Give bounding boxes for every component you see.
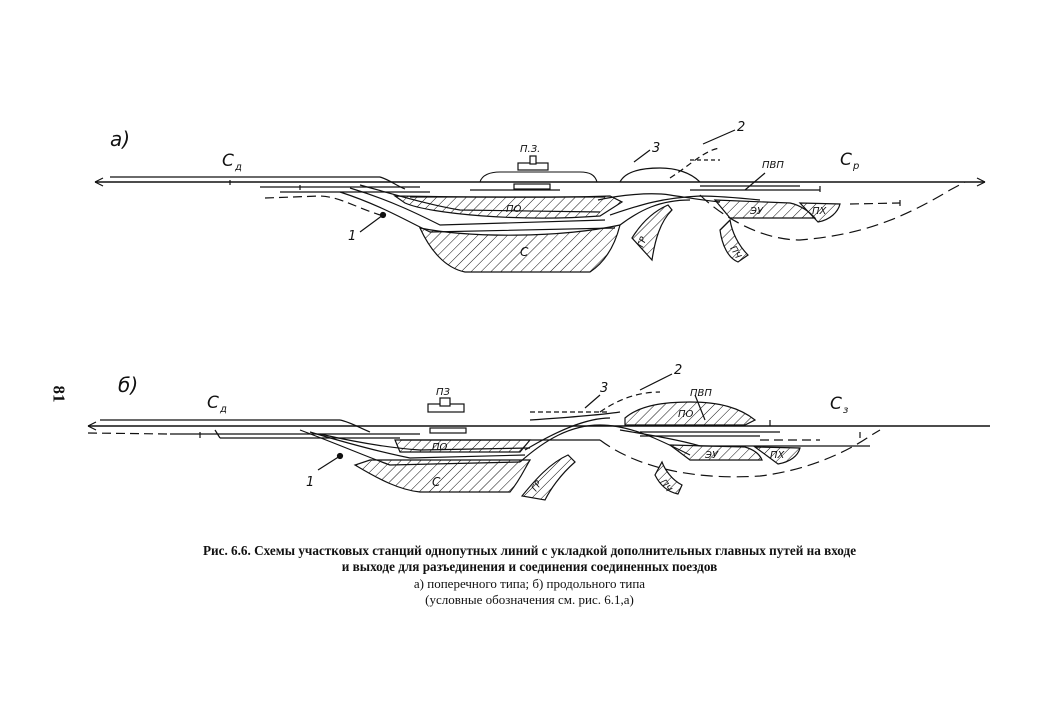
scheme-b-eu-yard (668, 444, 763, 461)
scheme-b-po2-yard (624, 401, 757, 426)
scheme-b-label-cz: С (830, 394, 842, 414)
scheme-a-labels: а) С д С р П.З. ПО С ГР ПЧ ПВП ЭУ ПХ 1 2… (110, 120, 859, 261)
scheme-b-dashed-line-left (87, 432, 171, 435)
scheme-a-label-eu: ЭУ (749, 206, 764, 217)
scheme-a-panel-label: а) (110, 127, 130, 151)
scheme-a-label-cr-sub: р (852, 161, 859, 172)
scheme-b-label-po2: ПО (678, 409, 694, 420)
scheme-b-panel-label: б) (118, 373, 138, 397)
scheme-a-label-pvp: ПВП (762, 160, 784, 171)
scheme-a-number-1: 1 (348, 229, 356, 244)
figure-caption-variants: а) поперечного типа; б) продольного типа (413, 576, 646, 591)
figure-caption-title: Рис. 6.6. Схемы участковых станций одноп… (202, 543, 857, 558)
scheme-a-label-gr: ГР (636, 235, 649, 249)
scheme-a-callout-1 (359, 214, 384, 233)
scheme-b-pch-yard (654, 460, 683, 495)
scheme-b-label-cd: С (207, 393, 219, 413)
scheme-b-callout-1 (317, 455, 341, 471)
scheme-b-label-pvp: ПВП (690, 388, 712, 399)
figure-caption-note: (условные обозначения см. рис. 6.1,а) (425, 592, 634, 607)
scheme-a-dashed-line-right (699, 181, 966, 241)
scheme-a-number-2: 2 (737, 120, 745, 135)
scheme-a-label-pz: П.З. (520, 144, 540, 155)
scheme-b-callout-pvp (694, 394, 706, 421)
scheme-a-label-po: ПО (506, 204, 522, 215)
scheme-a-callout-3 (633, 149, 651, 163)
scheme-b-dashed-line-right (599, 429, 881, 478)
scheme-b-label-c: С (432, 475, 441, 489)
scheme-a-label-cr: С (840, 150, 852, 170)
scheme-b-label-cz-sub: з (843, 405, 848, 416)
scheme-b-gr-yard (520, 454, 576, 501)
scheme-a-callout-pvp (744, 172, 766, 191)
scheme-a-gr-yard (631, 204, 673, 262)
scheme-b-c-yard (353, 459, 532, 493)
scheme-b (87, 373, 990, 501)
scheme-a-label-c: С (520, 245, 529, 259)
scheme-a (94, 129, 986, 273)
page-number: 81 (49, 385, 69, 403)
scheme-a-passenger-platform (479, 171, 598, 183)
scheme-a-label-px: ПХ (812, 206, 828, 217)
scheme-b-callout-3 (584, 394, 601, 409)
scheme-b-number-3: 3 (600, 381, 608, 396)
scheme-a-number-3: 3 (652, 141, 660, 156)
scheme-b-number-1: 1 (306, 475, 314, 490)
figure-caption-line2: и выходе для разъединения и соединения с… (341, 559, 718, 574)
scheme-b-callout-2 (639, 373, 673, 391)
scheme-a-c-yard (418, 224, 621, 273)
scheme-b-label-px: ПХ (770, 450, 786, 461)
scheme-b-px-yard (753, 446, 801, 465)
scheme-a-px-yard (798, 202, 841, 223)
scheme-a-label-cd-sub: д (234, 162, 242, 173)
scheme-a-dashed-line-left (264, 195, 381, 216)
scheme-b-label-pz: ПЗ (436, 387, 451, 398)
scheme-a-label-cd: С (222, 151, 234, 171)
scheme-b-label-cd-sub: д (219, 404, 227, 415)
scheme-b-label-eu: ЭУ (704, 450, 719, 461)
scheme-a-callout-2 (702, 129, 736, 145)
scheme-a-pch-yard (719, 218, 749, 263)
scheme-b-number-2: 2 (674, 363, 682, 378)
scheme-b-label-po: ПО (432, 442, 448, 453)
